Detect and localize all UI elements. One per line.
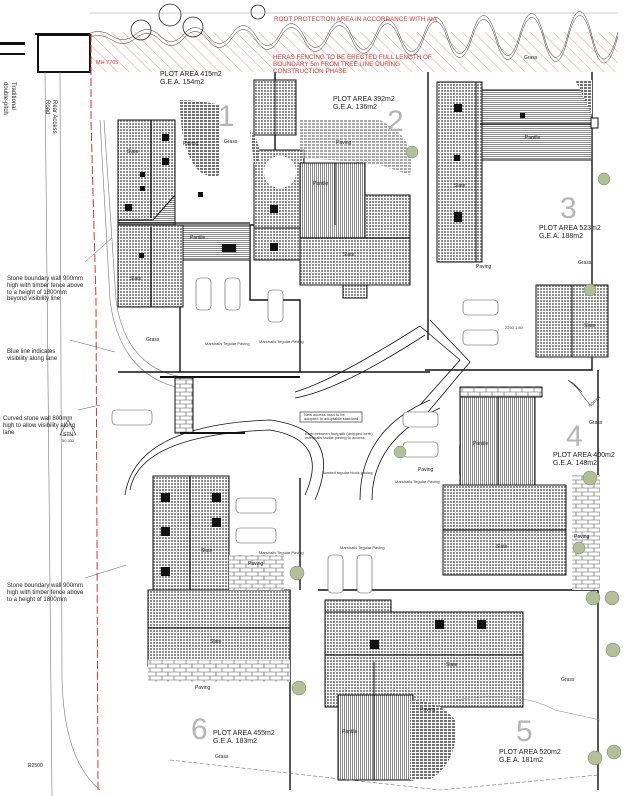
label-paving: Paving: [420, 707, 436, 713]
plot-3-number: 3: [560, 192, 577, 225]
label-paving: Paving: [183, 141, 199, 147]
plot-2-number: 2: [387, 105, 404, 138]
double-pitch-label: double-pitch: [2, 82, 8, 115]
label-grass: Grass: [589, 420, 603, 426]
plot-6-house: [147, 475, 291, 682]
label-slate: Slate: [446, 662, 458, 668]
plot-4-area: PLOT AREA 400m2: [553, 452, 615, 459]
label-paving: Paving: [336, 140, 352, 146]
label-pantile: Pantile: [342, 729, 358, 735]
plot-5-gea: G.E.A. 181m2: [499, 757, 543, 764]
plot-5-house: [324, 599, 524, 781]
label-paving: Paving: [574, 534, 590, 540]
label-grass: Grass: [578, 260, 592, 266]
plot-4-gea: G.E.A. 148m2: [553, 460, 597, 467]
root-protection-note: ROOT PROTECTION AREA IN ACCORDANCE WITH …: [274, 16, 437, 23]
tree-line: [87, 11, 619, 64]
plot-1-gea: G.E.A. 154m2: [160, 79, 204, 86]
label-grass: Grass: [224, 139, 238, 145]
gate-label: 2250 1.80: [505, 325, 523, 330]
plot-5-area: PLOT AREA 520m2: [499, 749, 561, 756]
label-slate: Slate: [343, 252, 355, 258]
existing-building: [37, 34, 91, 73]
rear-access-road-label-2: Road: [44, 100, 50, 115]
tegular-label: Marshalls Tegular Paving: [395, 479, 440, 484]
label-grass: Grass: [524, 55, 538, 61]
plot-1-house: [117, 119, 251, 308]
adoption-note-2: adopted to adoptable standard: [304, 416, 359, 421]
rear-access-road-label: Rear Access: [51, 100, 57, 134]
label-grass: Grass: [215, 754, 229, 760]
traditional-label: Traditional: [10, 82, 16, 110]
label-grass: Grass: [561, 677, 575, 683]
label-paving: Paving: [418, 467, 434, 473]
label-paving: Paving: [195, 685, 211, 691]
label-pantile: Pantile: [473, 441, 489, 447]
tegular-label: Marshalls Tegular Paving: [340, 545, 385, 550]
kerb-note-1: Kerb between footpath (dropped kerb): [305, 431, 373, 436]
red-site-boundary: [90, 34, 99, 791]
label-slate: Slate: [210, 639, 222, 645]
access-road: [124, 319, 471, 501]
plot-3-area: PLOT AREA 523m2: [539, 225, 601, 232]
label-slate: Slate: [496, 544, 508, 550]
root-protection-area: [90, 32, 618, 72]
label-pantile: Pantile: [525, 135, 541, 141]
label-pantile: Pantile: [313, 181, 329, 187]
label-paving: Paving: [476, 264, 492, 270]
heras-note-2: BOUNDARY 5m FROM TREE LINE DURING: [273, 61, 401, 68]
parked-cars: [111, 277, 499, 594]
adoption-note-1: New access road to be: [304, 412, 345, 417]
tegular-label: Marshalls Tegular Paving: [205, 341, 250, 346]
label-paving: Paving: [248, 561, 264, 567]
north-arrow: [567, 379, 591, 406]
trees: [289, 145, 622, 766]
label-slate: Slate: [454, 183, 466, 189]
plot-1-area: PLOT AREA 415m2: [160, 71, 222, 78]
stn-marker: [59, 419, 77, 436]
block-paving-note: Bonded tegular block paving: [322, 470, 373, 475]
stn-value: 50.332: [62, 438, 75, 443]
tegular-label: Marshalls Tegular Paving: [259, 550, 304, 555]
heras-note-3: CONSTRUCTION PHASE: [273, 68, 347, 75]
tree-icons: [130, 3, 266, 41]
plot-6-number: 6: [191, 713, 208, 746]
plot-6-gea: G.E.A. 183m2: [213, 738, 257, 745]
label-slate: Slate: [130, 276, 142, 282]
plot-6-area: PLOT AREA 455m2: [213, 730, 275, 737]
plot-1-number: 1: [218, 100, 235, 133]
label-slate: Slate: [127, 149, 139, 155]
label-grass: Grass: [146, 337, 160, 343]
plot-3-house: [436, 81, 609, 358]
tegular-label: Marshalls Tegular Paving: [259, 339, 304, 344]
plot-3-gea: G.E.A. 188m2: [539, 233, 583, 240]
stn-label: STN: [63, 432, 73, 438]
label-pantile: Pantile: [190, 235, 206, 241]
plot-2-area: PLOT AREA 392m2: [333, 96, 395, 103]
label-slate: Slate: [201, 548, 213, 554]
manhole-label: MH 7705: [96, 60, 119, 66]
radius-label: R2500: [28, 763, 43, 769]
plot-4-house: [442, 386, 600, 590]
label-slate: Slate: [584, 323, 596, 329]
plot-5-number: 5: [516, 715, 533, 748]
plot-4-number: 4: [566, 420, 583, 453]
heras-note-1: HERAS FENCING TO BE ERECTED FULL LENGTH …: [273, 54, 432, 61]
plot-2-gea: G.E.A. 136m2: [333, 104, 377, 111]
plot-2-house: [253, 79, 411, 299]
kerb-note-2: marshalls tactile paving to access: [305, 435, 365, 440]
